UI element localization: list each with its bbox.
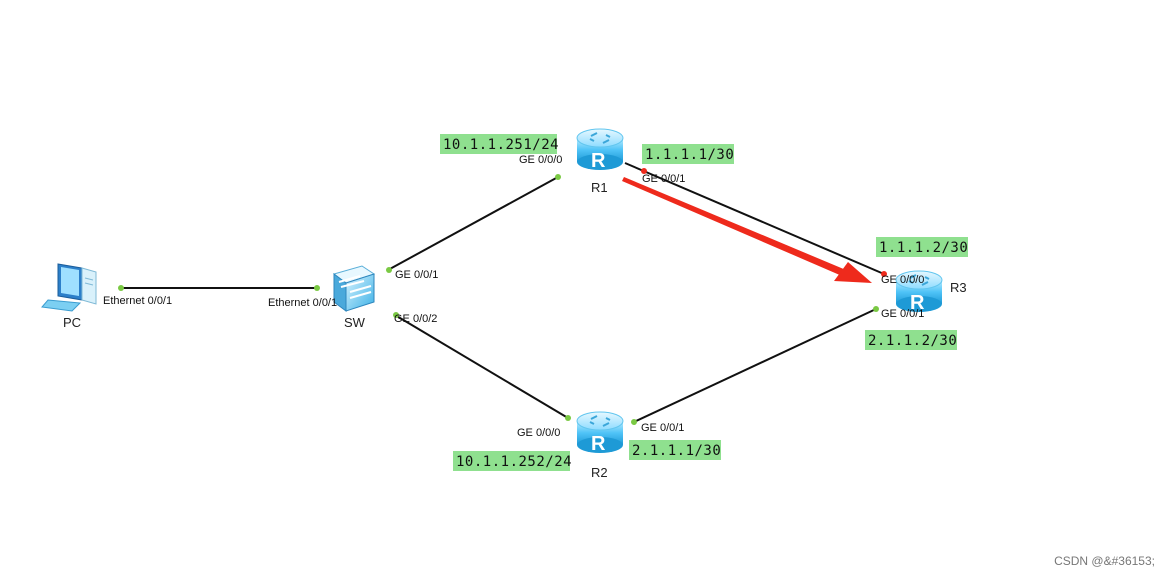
svg-text:R: R xyxy=(591,433,606,455)
router-icon: R xyxy=(576,411,624,455)
r3-label: R3 xyxy=(950,280,967,295)
port-label-r2-ge0: GE 0/0/0 xyxy=(517,427,560,439)
sw-device[interactable]: SW xyxy=(332,265,376,330)
link-sw-r2[interactable] xyxy=(394,314,569,419)
port-dots xyxy=(118,168,887,425)
svg-text:10.1.1.251/24: 10.1.1.251/24 xyxy=(443,137,559,153)
port-dot-sw-ge1 xyxy=(386,267,392,273)
r2-label: R2 xyxy=(591,465,608,480)
svg-text:1.1.1.2/30: 1.1.1.2/30 xyxy=(879,240,968,256)
port-label-r1-ge0: GE 0/0/0 xyxy=(519,154,562,166)
port-dot-r3-ge0 xyxy=(881,271,887,277)
port-labels: Ethernet 0/0/1 Ethernet 0/0/1 GE 0/0/1 G… xyxy=(103,154,924,439)
link-sw-r1[interactable] xyxy=(387,176,559,271)
router-icon: R xyxy=(576,128,624,172)
ip-labels: 10.1.1.251/24 1.1.1.1/30 1.1.1.2/30 2.1.… xyxy=(440,134,968,471)
sw-label: SW xyxy=(344,315,366,330)
port-dot-sw-ge2 xyxy=(393,312,399,318)
router-icon: R xyxy=(895,270,943,314)
svg-text:1.1.1.1/30: 1.1.1.1/30 xyxy=(645,147,734,163)
ip-label-r3-ge1: 2.1.1.2/30 xyxy=(865,330,957,350)
ip-label-r1-ge0: 10.1.1.251/24 xyxy=(440,134,559,154)
port-label-r3-ge0: GE 0/0/0 xyxy=(881,274,924,286)
port-label-sw-ge1: GE 0/0/1 xyxy=(395,269,438,281)
r1-device[interactable]: R R1 xyxy=(576,128,624,195)
port-label-sw-eth: Ethernet 0/0/1 xyxy=(268,297,337,309)
ip-label-r2-ge0: 10.1.1.252/24 xyxy=(453,451,572,471)
port-label-pc-eth: Ethernet 0/0/1 xyxy=(103,295,172,307)
r2-device[interactable]: R R2 xyxy=(576,411,624,480)
port-label-r3-ge1: GE 0/0/1 xyxy=(881,308,924,320)
port-dot-r3-ge1 xyxy=(873,306,879,312)
r3-device[interactable]: R R3 xyxy=(895,270,967,314)
port-dot-r2-ge1 xyxy=(631,419,637,425)
links xyxy=(120,162,885,423)
port-dot-pc-eth xyxy=(118,285,124,291)
link-r2-r3[interactable] xyxy=(633,308,877,423)
svg-text:R: R xyxy=(910,292,925,314)
svg-text:R: R xyxy=(591,150,606,172)
port-dot-r1-ge0 xyxy=(555,174,561,180)
r1-label: R1 xyxy=(591,180,608,195)
port-dot-r2-ge0 xyxy=(565,415,571,421)
port-dot-r1-ge1 xyxy=(641,168,647,174)
port-dot-sw-eth xyxy=(314,285,320,291)
switch-icon xyxy=(332,265,376,312)
pc-label: PC xyxy=(63,315,81,330)
ip-label-r3-ge0: 1.1.1.2/30 xyxy=(876,237,968,257)
arrow-head xyxy=(834,262,872,283)
port-label-r1-ge1: GE 0/0/1 xyxy=(642,173,685,185)
arrow-shaft xyxy=(622,177,846,276)
svg-text:2.1.1.1/30: 2.1.1.1/30 xyxy=(632,443,721,459)
watermark: CSDN @&#36153; xyxy=(1054,554,1155,568)
path-arrow xyxy=(622,177,872,283)
ip-label-r2-ge1: 2.1.1.1/30 xyxy=(629,440,721,460)
link-r1-r3[interactable] xyxy=(624,162,885,275)
pc-device[interactable]: PC xyxy=(41,263,97,330)
port-label-r2-ge1: GE 0/0/1 xyxy=(641,422,684,434)
svg-text:2.1.1.2/30: 2.1.1.2/30 xyxy=(868,333,957,349)
svg-text:10.1.1.252/24: 10.1.1.252/24 xyxy=(456,454,572,470)
pc-icon xyxy=(41,263,97,312)
ip-label-r1-ge1: 1.1.1.1/30 xyxy=(642,144,734,164)
port-label-sw-ge2: GE 0/0/2 xyxy=(394,313,437,325)
